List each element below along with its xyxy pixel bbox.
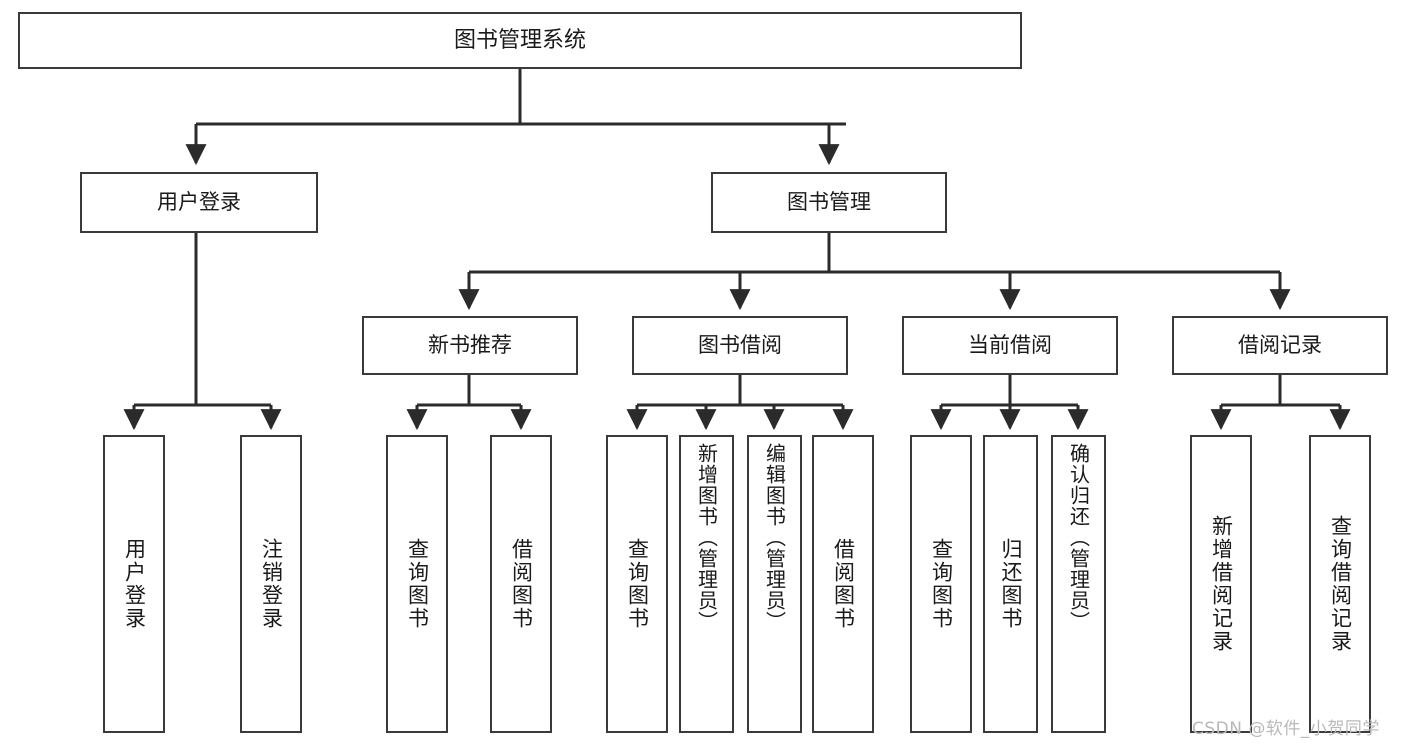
node-new-book-recommend[interactable]: 新书推荐 — [362, 316, 578, 375]
node-label: 查询图书 — [405, 538, 430, 630]
node-label: 当前借阅 — [968, 333, 1052, 358]
leaf-borrow-edit-book-admin[interactable]: 编辑图书（管理员） — [747, 435, 802, 733]
leaf-record-add-record[interactable]: 新增借阅记录 — [1190, 435, 1252, 733]
leaf-recommend-borrow-book[interactable]: 借阅图书 — [490, 435, 552, 733]
node-label: 借阅记录 — [1238, 333, 1322, 358]
node-label: 查询借阅记录 — [1328, 515, 1353, 653]
node-borrow-record[interactable]: 借阅记录 — [1172, 316, 1388, 375]
node-current-borrow[interactable]: 当前借阅 — [902, 316, 1118, 375]
node-label: 图书管理系统 — [453, 27, 586, 53]
node-label: 归还图书 — [999, 538, 1023, 630]
leaf-borrow-add-book-admin[interactable]: 新增图书（管理员） — [679, 435, 734, 733]
leaf-borrow-query-book[interactable]: 查询图书 — [606, 435, 668, 733]
node-user-login[interactable]: 用户登录 — [80, 172, 318, 233]
node-label: 查询图书 — [929, 538, 954, 630]
leaf-record-query-record[interactable]: 查询借阅记录 — [1309, 435, 1371, 733]
node-book-management[interactable]: 图书管理 — [711, 172, 947, 233]
node-label: 确认归还（管理员） — [1066, 443, 1091, 632]
node-label: 图书管理 — [787, 190, 871, 215]
leaf-current-confirm-return-admin[interactable]: 确认归还（管理员） — [1051, 435, 1106, 733]
leaf-current-query-book[interactable]: 查询图书 — [910, 435, 972, 733]
leaf-user-login-login[interactable]: 用户登录 — [103, 435, 165, 733]
leaf-recommend-query-book[interactable]: 查询图书 — [386, 435, 448, 733]
node-label: 用户登录 — [122, 538, 147, 630]
node-label: 新书推荐 — [428, 333, 512, 358]
node-label: 编辑图书（管理员） — [762, 443, 787, 632]
node-label: 新增借阅记录 — [1209, 515, 1234, 653]
node-label: 新增图书（管理员） — [694, 443, 719, 632]
node-label: 查询图书 — [625, 538, 650, 630]
node-label: 借阅图书 — [831, 538, 856, 630]
node-label: 图书借阅 — [698, 333, 782, 358]
node-label: 借阅图书 — [509, 538, 534, 630]
node-label: 用户登录 — [157, 190, 241, 215]
csdn-watermark: CSDN @软件_小贺同学 — [1192, 719, 1380, 739]
node-label: 注销登录 — [259, 538, 284, 630]
node-book-borrow[interactable]: 图书借阅 — [632, 316, 848, 375]
leaf-borrow-borrow-book[interactable]: 借阅图书 — [812, 435, 874, 733]
leaf-user-login-logout[interactable]: 注销登录 — [240, 435, 302, 733]
node-root-book-management-system[interactable]: 图书管理系统 — [18, 12, 1022, 69]
leaf-current-return-book[interactable]: 归还图书 — [983, 435, 1038, 733]
